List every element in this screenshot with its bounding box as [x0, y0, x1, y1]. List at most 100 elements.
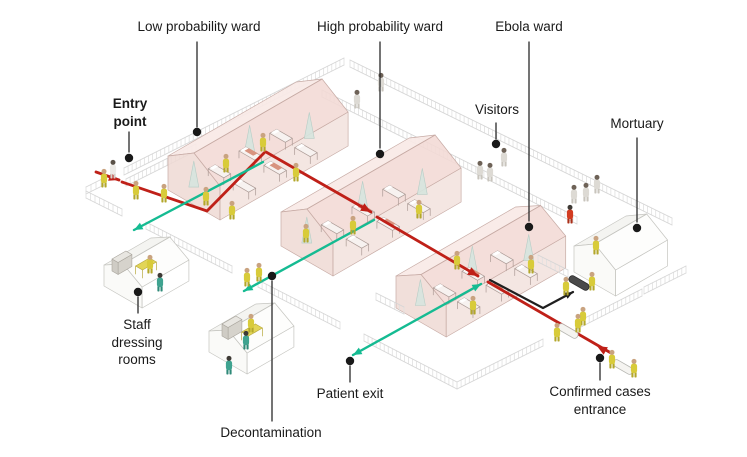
- person-head: [101, 168, 107, 174]
- person-leg: [612, 363, 615, 369]
- person-leg: [226, 167, 229, 173]
- person-leg: [260, 146, 263, 152]
- person-body-yellow: [228, 205, 236, 216]
- leader-dot-low-probability-ward: [192, 127, 202, 137]
- person-head: [554, 322, 560, 328]
- person-leg: [206, 200, 209, 206]
- person-leg: [247, 281, 250, 287]
- person-head: [593, 235, 599, 241]
- person-leg: [575, 327, 578, 333]
- arrowhead-red-path-ward2-ward3: [467, 267, 478, 276]
- arrowhead-start-teal-patient-exit: [471, 284, 481, 292]
- person-leg: [454, 264, 457, 270]
- leader-dot-staff-dressing-rooms: [133, 287, 143, 297]
- arrowhead-red-path-ward1-ward2: [360, 203, 371, 212]
- person-leg: [133, 194, 136, 200]
- fence-rail-perimeter-west-b: [123, 57, 345, 169]
- person-leg: [563, 290, 566, 296]
- person-body-yellow: [579, 311, 587, 322]
- person-leg: [203, 200, 206, 206]
- person-body-teal: [225, 360, 233, 371]
- screen-cone: [415, 279, 426, 306]
- person-body-yellow: [415, 204, 423, 215]
- person-body-yellow: [132, 185, 140, 196]
- person-body-yellow: [243, 272, 251, 283]
- person-head: [378, 72, 384, 78]
- person-head: [575, 313, 581, 319]
- person-head: [350, 215, 356, 221]
- person-leg: [251, 327, 254, 333]
- bed-pillow: [409, 199, 418, 205]
- person-head: [243, 330, 249, 336]
- person-body-yellow: [255, 267, 263, 278]
- person-leg: [248, 327, 251, 333]
- bed-pillow: [492, 250, 501, 256]
- person-leg: [574, 198, 577, 204]
- person-leg: [157, 286, 160, 292]
- decon-shelf: [221, 315, 243, 328]
- person-body-yellow: [160, 188, 168, 199]
- person-body-yellow: [202, 191, 210, 202]
- person-leg: [226, 369, 229, 375]
- tent-ridge-ward-ebola: [420, 205, 542, 275]
- person-leg: [531, 268, 534, 274]
- person-leg: [381, 86, 384, 92]
- fence-rail-gate-mortuary: [537, 254, 569, 271]
- person-leg: [232, 214, 235, 220]
- person-body-white: [109, 164, 117, 175]
- stretcher-dark: [568, 275, 590, 291]
- person-leg: [570, 218, 573, 224]
- fence-rail-perimeter-south-b: [576, 295, 643, 330]
- person-leg: [160, 286, 163, 292]
- stretcher-white: [612, 359, 634, 375]
- person-body-gray: [476, 165, 484, 176]
- bed-pillow: [322, 220, 332, 226]
- person-body-yellow: [469, 300, 477, 311]
- person-leg: [501, 161, 504, 167]
- person-head: [161, 183, 167, 189]
- fence-rail-perimeter-top-outer: [349, 66, 673, 226]
- bed-patient: [269, 162, 283, 171]
- person-leg: [567, 218, 570, 224]
- person-leg: [150, 268, 153, 274]
- person-leg: [504, 161, 507, 167]
- person-leg: [457, 264, 460, 270]
- person-body-gray: [353, 94, 361, 105]
- person-leg: [490, 176, 493, 182]
- person-body-yellow: [349, 220, 357, 231]
- leader-dot-ebola-ward: [524, 222, 534, 232]
- person-head: [594, 174, 600, 180]
- arrowhead-teal-exit-ward2: [244, 283, 254, 291]
- person-leg: [306, 237, 309, 243]
- person-leg: [243, 344, 246, 350]
- person-body-yellow: [100, 173, 108, 184]
- fence-rail-gate-decon: [375, 292, 405, 308]
- person-leg: [596, 249, 599, 255]
- person-body-teal: [156, 277, 164, 288]
- tent-ridge-ward-high: [306, 134, 436, 210]
- arrowhead-teal-exit-entry: [134, 222, 144, 230]
- bed-pillow: [435, 283, 444, 289]
- person-leg: [293, 176, 296, 182]
- bed-pillow: [265, 161, 274, 167]
- arrow-line-teal-exit-entry: [132, 160, 265, 232]
- bed-pillow: [347, 235, 357, 240]
- bed-pillow: [296, 143, 305, 149]
- person-body-yellow: [292, 167, 300, 178]
- leader-dot-high-probability-ward: [375, 149, 385, 159]
- person-body-gray: [377, 77, 385, 88]
- person-leg: [419, 213, 422, 219]
- leader-dot-confirmed-cases-entrance: [595, 353, 605, 363]
- person-leg: [477, 174, 480, 180]
- person-leg: [244, 281, 247, 287]
- person-leg: [592, 285, 595, 291]
- arrow-line-red-path-confirmed: [486, 280, 613, 355]
- fence-rail-perimeter-top-outer: [349, 59, 673, 219]
- person-body-yellow: [574, 318, 582, 329]
- fence-rail-mortuary-front: [643, 265, 687, 288]
- person-leg: [147, 268, 150, 274]
- person-leg: [229, 369, 232, 375]
- person-body-yellow: [553, 327, 561, 338]
- person-leg: [470, 309, 473, 315]
